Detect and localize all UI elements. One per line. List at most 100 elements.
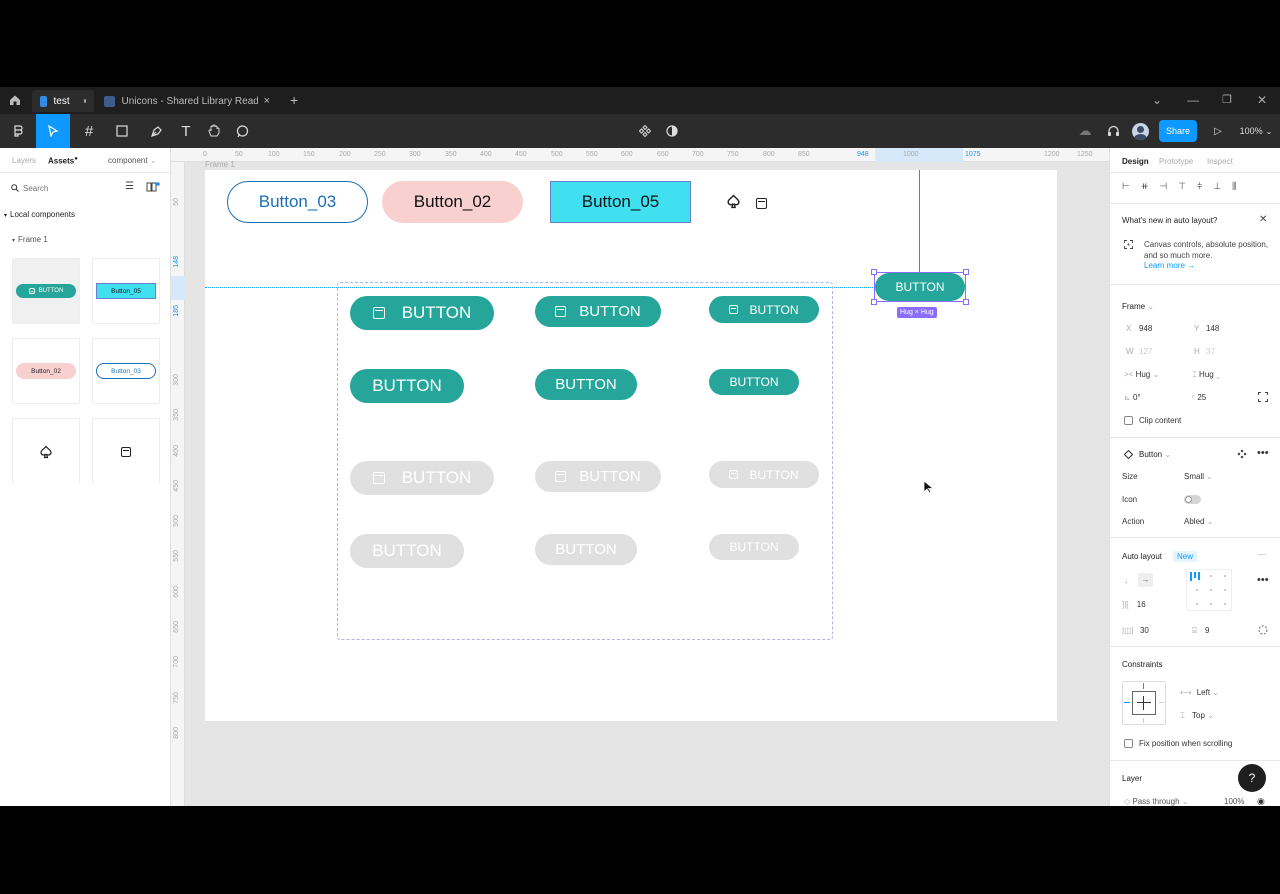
close-window-icon[interactable]: ✕ (1257, 93, 1268, 107)
main-menu-icon[interactable] (6, 114, 32, 148)
rotation-field[interactable]: ⊾ 0° (1124, 393, 1141, 402)
align-left-icon[interactable]: ⊢ (1122, 181, 1130, 191)
avatar[interactable] (1130, 114, 1150, 148)
component-thumb-button-03[interactable]: Button_03 (92, 338, 160, 404)
minimize-icon[interactable]: — (1187, 93, 1199, 107)
clip-content-checkbox[interactable] (1124, 416, 1133, 425)
frame-1[interactable]: Button_03 Button_02 Button_05 BUTTON (205, 170, 1057, 721)
zoom-dropdown[interactable]: 100%⌄ (1239, 126, 1273, 136)
component-thumb-button-02[interactable]: Button_02 (12, 338, 80, 404)
align-bottom-icon[interactable]: ⊥ (1213, 181, 1222, 191)
share-button[interactable]: Share (1159, 120, 1197, 142)
independent-corners-icon[interactable] (1258, 392, 1268, 404)
button-medium-icon[interactable]: BUTTON (535, 296, 661, 327)
constraints-widget[interactable] (1122, 681, 1166, 725)
help-button[interactable]: ? (1238, 764, 1266, 792)
frame-section-title[interactable]: Frame ⌄ (1122, 302, 1155, 311)
direction-horizontal-icon[interactable]: → (1138, 573, 1153, 587)
hug-height-dropdown[interactable]: ⌶ Hug ⌄ (1192, 370, 1220, 379)
component-thumb-button[interactable]: BUTTON (12, 258, 80, 324)
opacity-field[interactable]: 100% (1224, 797, 1245, 806)
shape-tool-icon[interactable] (108, 114, 136, 148)
tab-unicons[interactable]: Unicons - Shared Library Ready (Co... × (96, 90, 278, 112)
button-small-icon[interactable]: BUTTON (709, 296, 819, 323)
tab-design[interactable]: Design (1122, 157, 1149, 166)
close-tab-icon[interactable]: × (263, 95, 270, 107)
resize-handle[interactable] (963, 299, 969, 305)
resize-handle[interactable] (871, 269, 877, 275)
list-view-icon[interactable]: ☰ (125, 181, 134, 192)
icon-toggle[interactable] (1184, 495, 1201, 504)
tab-inspect[interactable]: Inspect (1207, 157, 1233, 166)
chevron-down-icon[interactable]: ⌄ (1152, 93, 1163, 107)
auto-layout-more-icon[interactable]: ••• (1257, 574, 1269, 586)
button-05[interactable]: Button_05 (550, 181, 691, 223)
component-icon[interactable] (636, 114, 654, 148)
button-small-icon-disabled[interactable]: BUTTON (709, 461, 819, 488)
align-top-icon[interactable]: ⊤ (1178, 181, 1187, 191)
fix-position-checkbox[interactable] (1124, 739, 1133, 748)
tab-test[interactable]: test (32, 90, 94, 112)
button-large-icon-disabled[interactable]: BUTTON (350, 461, 494, 495)
restore-icon[interactable]: ❐ (1222, 94, 1232, 106)
w-field[interactable]: 127 (1139, 347, 1153, 356)
horizontal-padding-field[interactable]: |◫| 30 (1122, 626, 1149, 635)
pen-tool-icon[interactable] (142, 114, 170, 148)
spacing-field[interactable]: ]|[ 16 (1122, 600, 1146, 609)
button-large-disabled[interactable]: BUTTON (350, 534, 464, 568)
contrast-icon[interactable] (663, 114, 681, 148)
visibility-eye-icon[interactable]: ◉ (1257, 796, 1265, 806)
size-dropdown[interactable]: Small ⌄ (1184, 472, 1213, 481)
library-icon[interactable] (146, 182, 160, 194)
tab-prototype[interactable]: Prototype (1159, 157, 1194, 166)
tab-assets[interactable]: Assets● (48, 156, 78, 166)
button-medium-icon-disabled[interactable]: BUTTON (535, 461, 661, 492)
x-field[interactable]: 948 (1139, 324, 1153, 333)
more-options-icon[interactable]: ••• (1257, 447, 1269, 459)
component-thumb-spade[interactable] (12, 418, 80, 484)
library-dropdown[interactable]: component ⌄ (108, 156, 157, 165)
frame-label[interactable]: Frame 1 (205, 160, 235, 169)
resize-handle[interactable] (963, 269, 969, 275)
component-thumb-button-05[interactable]: Button_05 (92, 258, 160, 324)
go-to-main-component-icon[interactable] (1237, 449, 1247, 461)
section-local-components[interactable]: ▾Local components (4, 210, 75, 219)
button-large-icon[interactable]: BUTTON (350, 296, 494, 330)
learn-more-link[interactable]: Learn more → (1144, 261, 1196, 270)
selected-button[interactable]: BUTTON (875, 273, 965, 301)
align-center-h-icon[interactable]: ⧺ (1140, 181, 1149, 191)
new-tab-icon[interactable]: + (290, 92, 299, 108)
resize-handle[interactable] (871, 299, 877, 305)
comment-tool-icon[interactable] (232, 114, 252, 148)
action-dropdown[interactable]: Abled ⌄ (1184, 517, 1214, 526)
direction-vertical-icon[interactable]: ↓ (1124, 576, 1128, 585)
calendar-icon[interactable] (756, 196, 767, 214)
distribute-icon[interactable]: ⫼ (1232, 181, 1237, 191)
align-right-icon[interactable]: ⊣ (1159, 181, 1168, 191)
frame-tool-icon[interactable]: # (84, 122, 94, 140)
blend-mode-dropdown[interactable]: ◇ Pass through ⌄ (1124, 797, 1189, 806)
component-name-dropdown[interactable]: Button ⌄ (1139, 450, 1172, 459)
hand-tool-icon[interactable] (204, 114, 224, 148)
group-frame-1[interactable]: ▾Frame 1 (12, 235, 48, 244)
button-02[interactable]: Button_02 (382, 181, 523, 223)
button-small[interactable]: BUTTON (709, 369, 799, 395)
hug-width-dropdown[interactable]: >< Hug ⌄ (1124, 370, 1160, 379)
close-icon[interactable]: ✕ (1259, 214, 1268, 225)
button-small-disabled[interactable]: BUTTON (709, 534, 799, 560)
button-medium[interactable]: BUTTON (535, 369, 637, 400)
corner-radius-field[interactable]: ◜ 25 (1192, 393, 1207, 402)
headphones-icon[interactable] (1104, 114, 1122, 148)
tab-layers[interactable]: Layers (12, 156, 37, 165)
present-play-icon[interactable]: ▷ (1214, 125, 1222, 137)
vertical-padding-field[interactable]: ⌸ 9 (1192, 626, 1210, 635)
spade-icon[interactable] (726, 194, 741, 214)
button-large[interactable]: BUTTON (350, 369, 464, 403)
h-field[interactable]: 37 (1206, 347, 1215, 356)
button-03[interactable]: Button_03 (227, 181, 368, 223)
home-icon[interactable] (9, 94, 21, 106)
vertical-constraint-dropdown[interactable]: ⌶ Top ⌄ (1180, 711, 1214, 720)
component-thumb-calendar[interactable] (92, 418, 160, 484)
remove-auto-layout-icon[interactable]: — (1258, 550, 1266, 559)
align-middle-icon[interactable]: ⫩ (1197, 181, 1203, 191)
